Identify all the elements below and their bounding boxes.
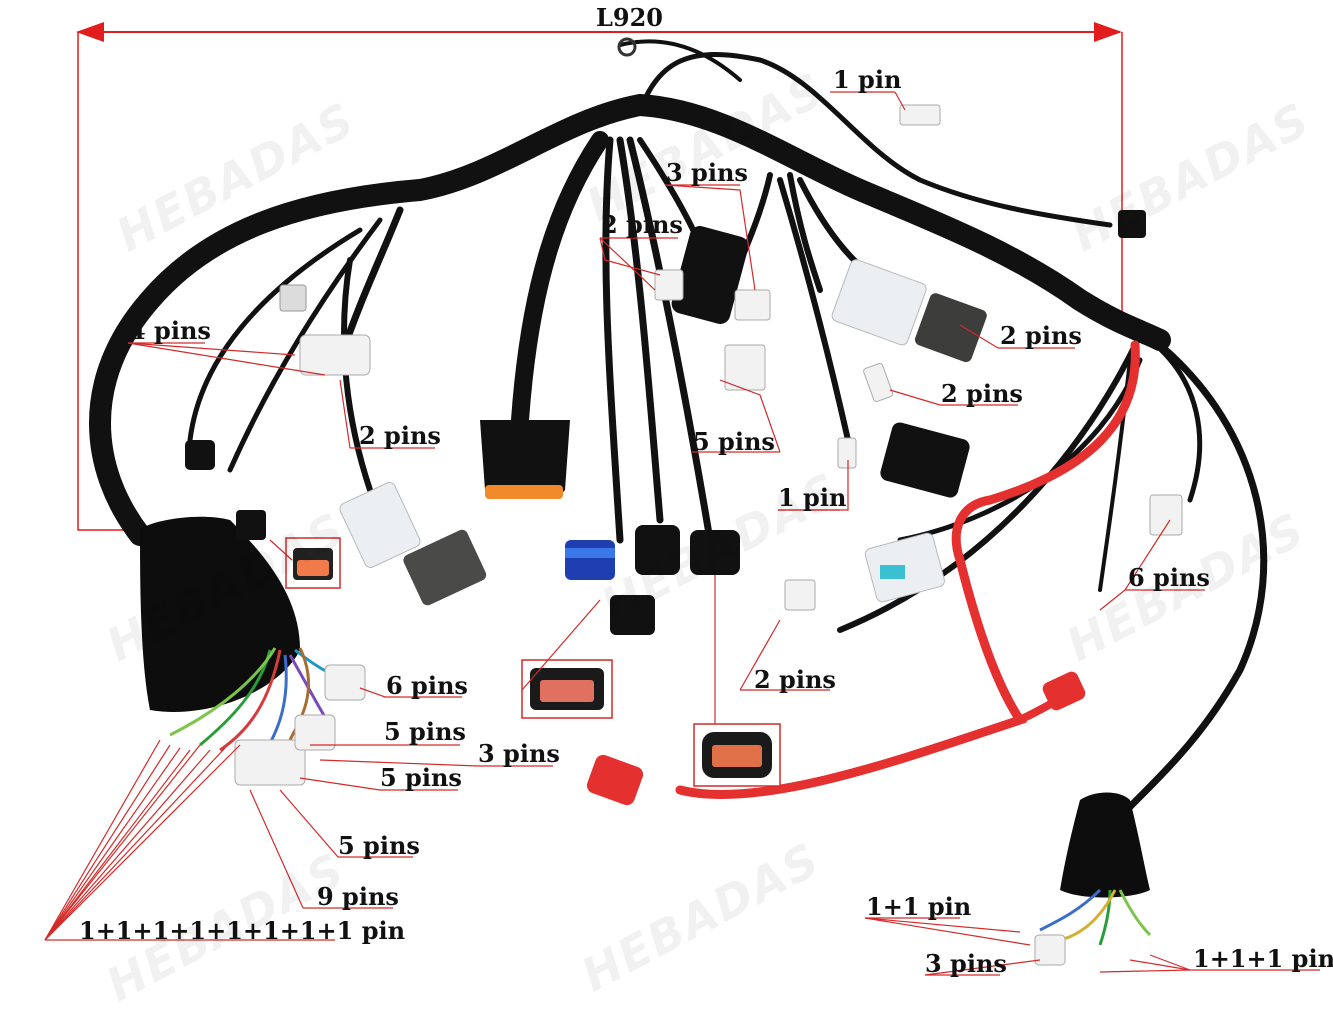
label-5-pins-b: 5 pins [380, 763, 462, 792]
label-multi-pin: 1+1+1+1+1+1+1+1 pin [79, 916, 406, 945]
label-2-pins-right-a: 2 pins [1000, 321, 1082, 350]
battery-terminal-cover [1042, 671, 1086, 711]
label-1-pin-mid: 1 pin [778, 483, 847, 512]
label-2-pins-right-b: 2 pins [941, 379, 1023, 408]
dimension-line [76, 22, 1123, 531]
rear-boot [1060, 792, 1150, 898]
inset-connector-3pin-a [521, 659, 613, 719]
label-3-pins-left: 3 pins [478, 739, 560, 768]
label-2-pins-a: 2 pins [601, 210, 683, 239]
connectors [185, 37, 1183, 966]
label-3-pins-top: 3 pins [666, 158, 748, 187]
rear-wire-fan [1039, 888, 1152, 946]
dimension-label: L920 [596, 3, 663, 32]
label-5-pins-a: 5 pins [384, 717, 466, 746]
label-6-pins-left: 6 pins [386, 671, 468, 700]
label-3-pins-bottom: 3 pins [925, 949, 1007, 978]
label-1-1-pin: 1+1 pin [866, 892, 972, 921]
main-boot [140, 516, 300, 712]
label-9-pins: 9 pins [317, 882, 399, 911]
battery-terminal-cover [586, 754, 644, 806]
label-1-pin-top: 1 pin [833, 65, 902, 94]
inset-connector-small [285, 537, 341, 589]
label-1-1-1-pin: 1+1+1 pin [1193, 944, 1333, 973]
label-2-pins-mid-left: 2 pins [359, 421, 441, 450]
callout-lines [44, 91, 1191, 976]
label-underlines [45, 91, 1320, 976]
label-2-pins-lower: 2 pins [754, 665, 836, 694]
label-5-pins-c: 5 pins [338, 831, 420, 860]
inset-connector-3pin-b [693, 723, 781, 787]
label-5-pins-mid: 5 pins [693, 427, 775, 456]
label-6-pins-right: 6 pins [1128, 563, 1210, 592]
label-4-pins: 4 pins [129, 316, 211, 345]
